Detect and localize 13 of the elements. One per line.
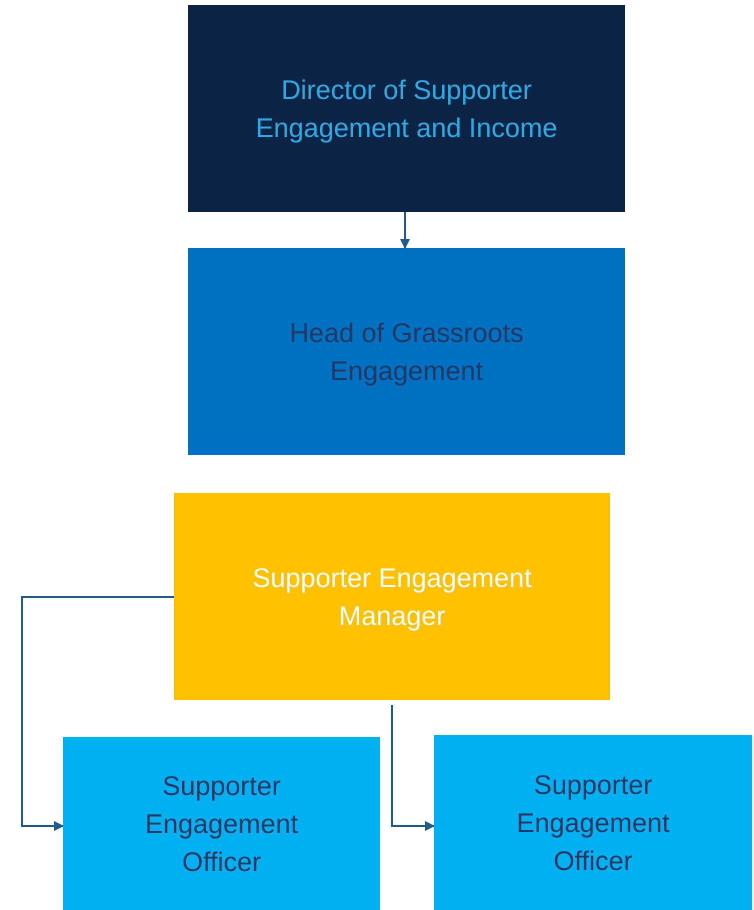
role-title: Supporter Engagement Manager	[251, 562, 533, 633]
role-title: Head of Grassroots Engagement	[288, 316, 525, 388]
org-box	[434, 735, 752, 910]
org-box	[188, 248, 625, 455]
arrow	[391, 705, 435, 831]
role-title: Director of Supporter Engagement and Income	[254, 74, 558, 145]
role-title: Supporter Engagement Officer	[144, 770, 300, 878]
arrow	[21, 596, 174, 831]
org-box	[188, 5, 625, 212]
role-title: Supporter Engagement Officer	[515, 768, 671, 878]
org-box	[174, 493, 610, 700]
arrow	[400, 212, 410, 249]
org-box	[63, 737, 380, 910]
